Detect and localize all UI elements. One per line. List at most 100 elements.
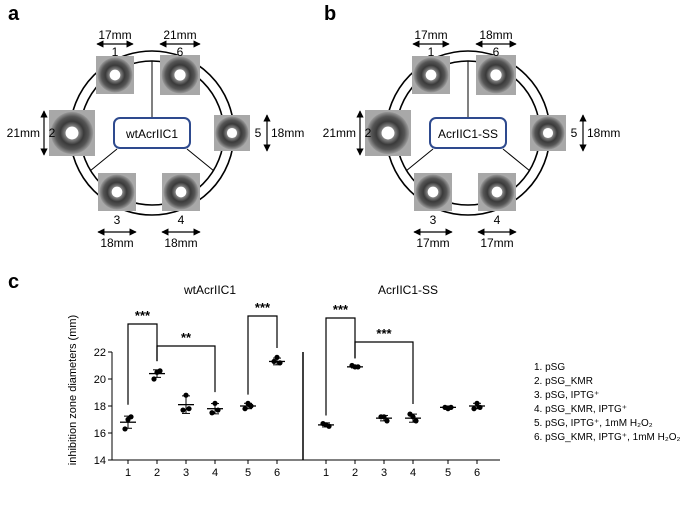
y-tick-label-18: 18 [94, 401, 106, 413]
plate-a-measure-5: 18mm [271, 126, 304, 140]
legend-item-5: 5. pSG, IPTG⁺, 1mM H₂O₂ [534, 418, 653, 429]
point-1-6-1 [274, 354, 280, 360]
x-tick-label-1-2: 2 [154, 467, 160, 479]
panel-letter-b: b [324, 3, 336, 25]
point-1-2-3 [151, 376, 157, 382]
plate-b-measure-2: 21mm [323, 126, 356, 140]
significance-label-2-1: *** [333, 302, 349, 317]
plate-b-disc-label-6: 6 [493, 45, 500, 59]
group-title-acriic1-ss: AcrIIC1-SS [378, 283, 438, 297]
point-1-3-2 [186, 406, 192, 412]
plate-b-divider-3 [502, 148, 531, 172]
point-1-1-2 [128, 414, 134, 420]
significance-label-2-2: *** [376, 326, 392, 341]
point-2-4-2 [413, 418, 419, 424]
point-1-3-1 [183, 392, 189, 398]
point-2-6-3 [471, 406, 477, 412]
plate-b-measure-1: 17mm [414, 28, 447, 42]
y-axis-label: inhibition zone diameters (mm) [67, 315, 79, 465]
plate-a-disc-3-paper [111, 186, 123, 198]
significance-bracket-1-1 [127, 323, 158, 405]
y-tick-label-20: 20 [94, 374, 106, 386]
plate-a-disc-label-6: 6 [177, 45, 184, 59]
significance-label-1-2: ** [181, 330, 192, 345]
plate-a-measure-1: 17mm [98, 28, 131, 42]
y-tick-label-22: 22 [94, 347, 106, 359]
point-1-3-3 [180, 407, 186, 413]
point-2-6-1 [474, 400, 480, 406]
point-1-5-2 [248, 403, 254, 409]
plate-a-disc-2-paper [65, 126, 79, 140]
plate-a-disc-label-5: 5 [255, 126, 262, 140]
point-2-4-3 [407, 411, 413, 417]
plate-a-disc-5-paper [226, 127, 238, 139]
plate-a-disc-label-3: 3 [114, 213, 121, 227]
plate-b-disc-label-3: 3 [430, 213, 437, 227]
point-1-6-3 [271, 358, 277, 365]
significance-bracket-2-1 [325, 317, 356, 416]
plate-b-divider-2 [405, 148, 434, 172]
plate-a-disc-label-1: 1 [112, 45, 119, 59]
legend-item-3: 3. pSG, IPTG⁺ [534, 390, 599, 401]
plate-b-disc-label-1: 1 [428, 45, 435, 59]
significance-bracket-1-2 [156, 345, 216, 393]
plate-a-measure-2: 21mm [7, 126, 40, 140]
x-tick-label-1-1: 1 [125, 467, 131, 479]
panel-letter-a: a [8, 3, 20, 25]
plate-b-disc-6-paper [490, 69, 502, 81]
significance-label-1-3: *** [255, 300, 271, 315]
plate-a-divider-3 [186, 148, 215, 172]
plate-a-center-label: wtAcrIIC1 [125, 127, 178, 141]
x-tick-label-1-5: 5 [245, 467, 251, 479]
plate-b-disc-label-2: 2 [365, 126, 372, 140]
point-2-5-3 [442, 404, 448, 410]
plate-b-measure-6: 18mm [479, 28, 512, 42]
point-2-1-2 [326, 423, 332, 429]
point-1-2-2 [157, 368, 163, 374]
plate-b-disc-5-paper [542, 127, 554, 139]
plate-a-disc-1-paper [109, 69, 121, 81]
x-tick-label-1-6: 6 [274, 467, 280, 479]
x-tick-label-2-5: 5 [445, 467, 451, 479]
legend-item-6: 6. pSG_KMR, IPTG⁺, 1mM H₂O₂ [534, 432, 681, 443]
group-title-wtacriic1: wtAcrIIC1 [183, 283, 236, 297]
point-1-4-3 [209, 410, 215, 416]
x-tick-label-2-2: 2 [352, 467, 358, 479]
plate-a-disc-6-paper [174, 69, 186, 81]
plate-b-center-box [429, 117, 507, 149]
plate-a-center-box [113, 117, 191, 149]
plate-b-disc-label-4: 4 [494, 213, 501, 227]
panel-b-plate: AcrIIC1-SS 1 17mm 6 18mm 2 21mm 5 18mm 3 17mm 4 17mm [323, 28, 621, 250]
plate-a-measure-4: 18mm [164, 236, 197, 250]
plate-b-disc-2-paper [381, 126, 395, 140]
plate-a-divider-2 [89, 148, 118, 172]
legend-item-2: 2. pSG_KMR [534, 376, 593, 387]
plate-b-center-label: AcrIIC1-SS [438, 127, 498, 141]
plate-a-disc-label-2: 2 [49, 126, 56, 140]
plate-b-disc-3-paper [427, 186, 439, 198]
plate-b-measure-3: 17mm [416, 236, 449, 250]
x-tick-label-2-4: 4 [410, 467, 416, 479]
point-1-6-2 [277, 360, 283, 366]
point-1-4-2 [215, 407, 221, 413]
plate-a-disc-4-paper [175, 186, 187, 198]
plate-a-measure-3: 18mm [100, 236, 133, 250]
point-1-4-1 [212, 400, 218, 406]
legend-item-1: 1. pSG [534, 362, 565, 373]
x-tick-label-1-4: 4 [212, 467, 218, 479]
y-tick-label-16: 16 [94, 428, 106, 440]
plate-b-disc-label-5: 5 [571, 126, 578, 140]
point-2-3-2 [384, 418, 390, 424]
plate-b-measure-4: 17mm [480, 236, 513, 250]
point-2-5-2 [448, 404, 454, 410]
significance-label-1-1: *** [135, 308, 151, 323]
point-2-6-2 [477, 404, 483, 410]
plate-a-measure-6: 21mm [163, 28, 196, 42]
inhibition-chart: wtAcrIIC1 AcrIIC1-SS inhibition zone dia… [67, 283, 500, 479]
plate-b-measure-5: 18mm [587, 126, 620, 140]
x-tick-label-2-1: 1 [323, 467, 329, 479]
